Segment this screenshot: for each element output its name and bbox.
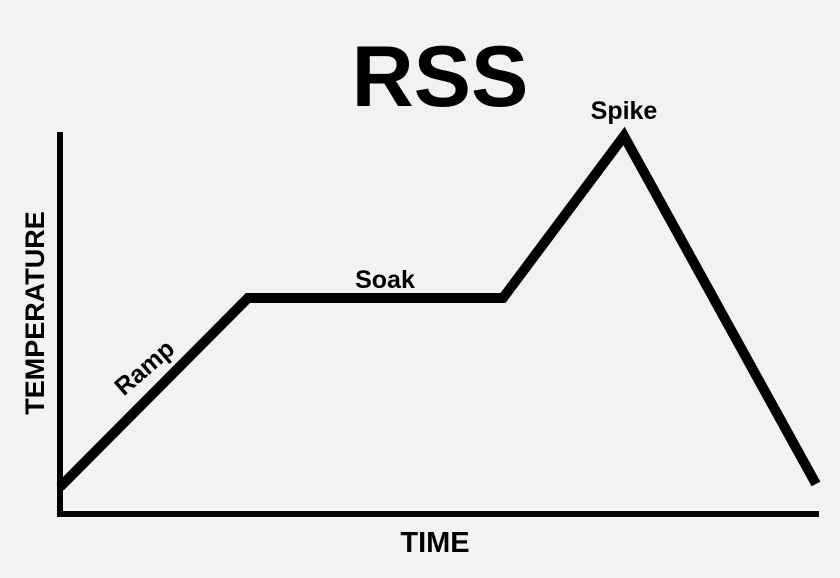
phase-label-ramp: Ramp — [109, 335, 180, 402]
x-axis-label: TIME — [400, 527, 469, 559]
phase-label-spike: Spike — [591, 97, 658, 125]
temperature-profile-line — [56, 126, 821, 491]
phase-label-soak: Soak — [355, 266, 415, 294]
y-axis-label: TEMPERATURE — [20, 211, 50, 415]
diagram-title: RSS — [352, 29, 529, 125]
